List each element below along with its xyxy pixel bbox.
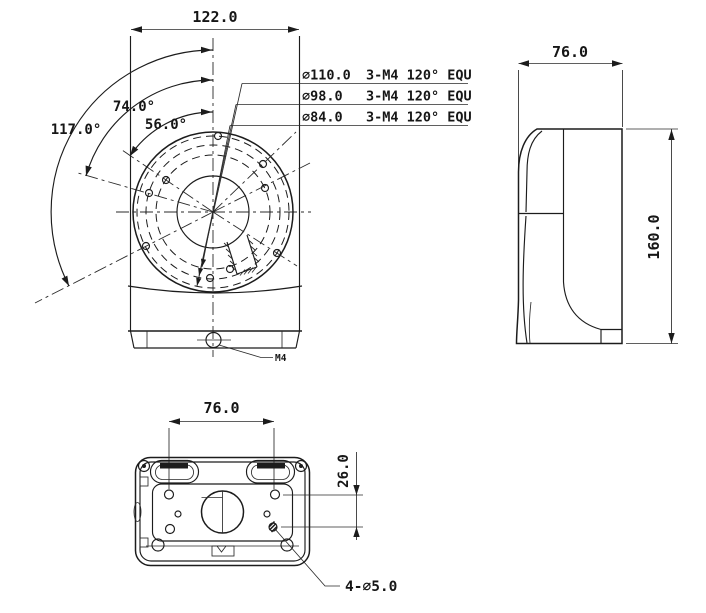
front-cable-slot bbox=[223, 234, 260, 276]
bottom-view: 76.0 bbox=[133, 399, 397, 595]
front-width-dim-label: 122.0 bbox=[192, 8, 237, 26]
side-height-dimension: 160.0 bbox=[626, 128, 678, 344]
bottom-mounting-slots bbox=[149, 459, 296, 484]
front-width-dimension: 122.0 bbox=[131, 8, 299, 33]
side-view: 76.0 160.0 bbox=[515, 43, 678, 345]
front-view: 122.0 bbox=[34, 8, 472, 364]
front-thread-hole: M4 bbox=[197, 331, 287, 364]
side-body-outline bbox=[515, 128, 623, 345]
bottom-width-dimension: 76.0 bbox=[168, 399, 275, 489]
front-bolt-circle-callouts: ∅110.0 3-M4 120° EQU ∅98.0 3-M4 120° EQU… bbox=[196, 68, 472, 287]
front-callout-spec-110: 3-M4 120° EQU bbox=[366, 68, 472, 84]
front-angle-117-label: 117.0° bbox=[51, 122, 102, 138]
bottom-body-outline bbox=[133, 456, 311, 567]
side-width-dim-label: 76.0 bbox=[552, 43, 588, 61]
front-thread-label: M4 bbox=[275, 353, 287, 364]
front-callout-spec-98: 3-M4 120° EQU bbox=[366, 89, 472, 105]
front-radial-centerlines bbox=[34, 131, 311, 304]
front-body-outline bbox=[127, 36, 303, 349]
side-height-dim-label: 160.0 bbox=[645, 214, 663, 259]
front-angle-56-label: 56.0° bbox=[145, 117, 187, 133]
front-centerlines bbox=[116, 38, 311, 357]
front-callout-dia-84: ∅84.0 bbox=[302, 110, 343, 126]
bottom-inner-plate bbox=[151, 483, 294, 542]
bottom-offset-dimension: 26.0 bbox=[281, 452, 363, 540]
front-angle-dimensions: 117.0° 74.0° 56.0° bbox=[50, 46, 214, 287]
front-callout-spec-84: 3-M4 120° EQU bbox=[366, 110, 472, 126]
bottom-offset-dim-label: 26.0 bbox=[336, 454, 352, 488]
front-bolt-holes bbox=[141, 131, 282, 283]
bottom-holes-callout: 4-∅5.0 bbox=[274, 528, 397, 595]
bottom-width-dim-label: 76.0 bbox=[203, 399, 239, 417]
bottom-holes-label: 4-∅5.0 bbox=[345, 579, 397, 595]
front-callout-dia-110: ∅110.0 bbox=[302, 68, 351, 84]
front-callout-dia-98: ∅98.0 bbox=[302, 89, 343, 105]
front-angle-74-label: 74.0° bbox=[113, 99, 155, 115]
side-width-dimension: 76.0 bbox=[518, 43, 623, 168]
bottom-corner-screws bbox=[137, 459, 308, 552]
bottom-hatched-hole bbox=[268, 520, 278, 533]
